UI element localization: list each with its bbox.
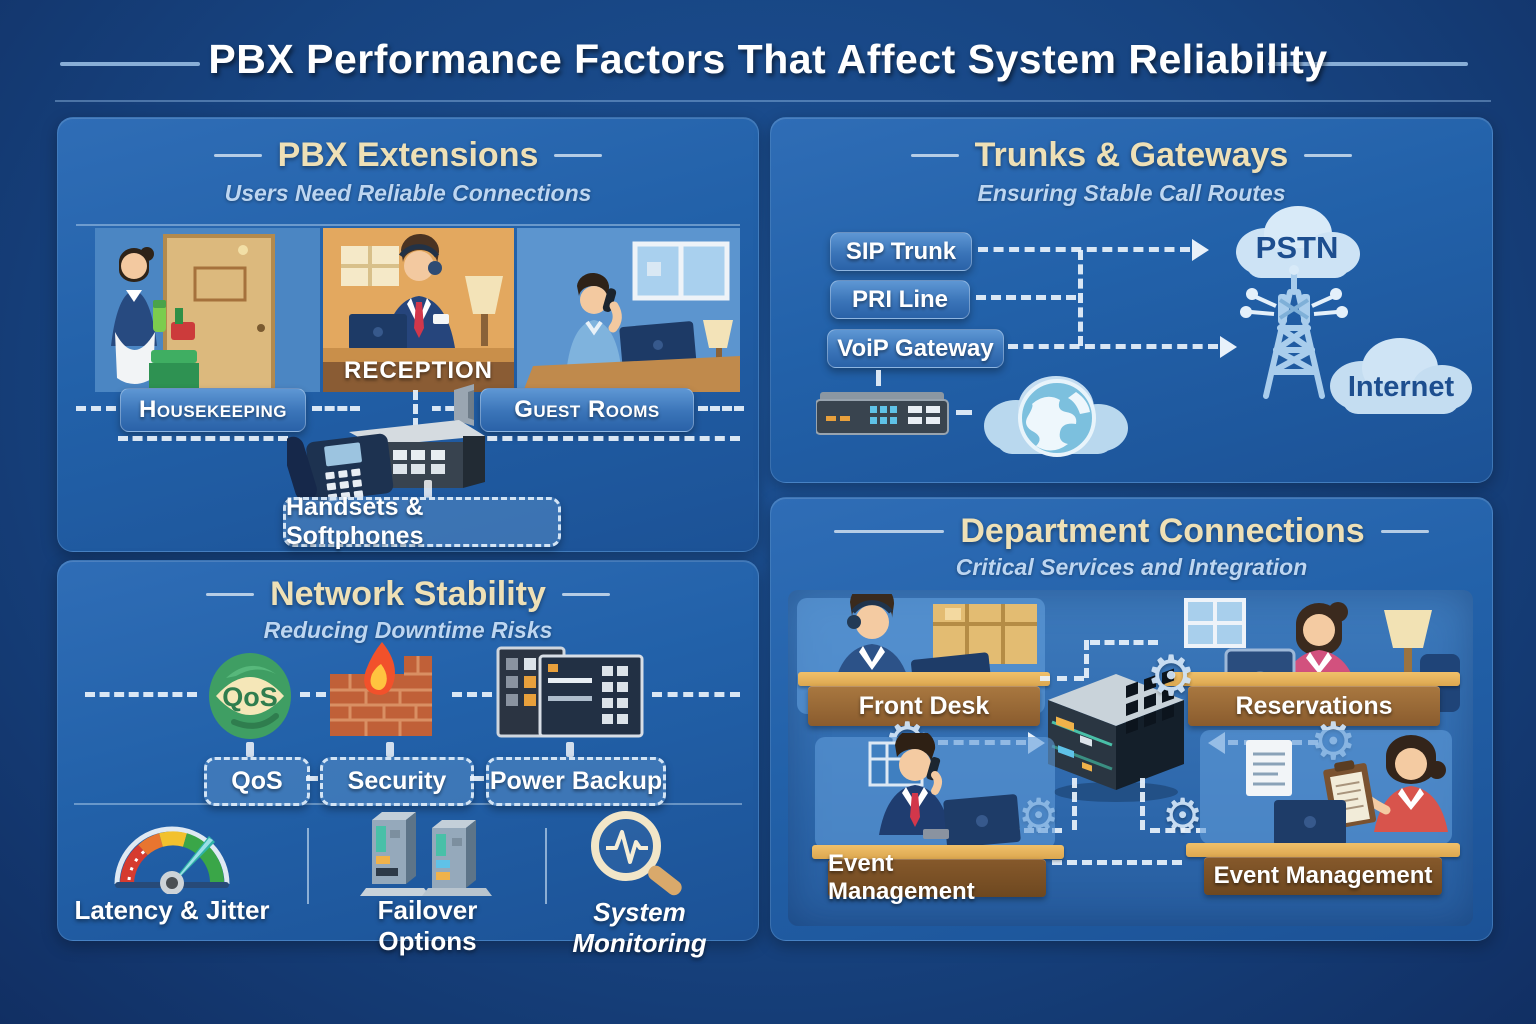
connector bbox=[300, 692, 326, 697]
panel-rule bbox=[76, 224, 740, 226]
globe-cloud-icon bbox=[984, 376, 1128, 457]
pri-line-node: PRI Line bbox=[830, 280, 970, 319]
failover-options-label: Failover Options bbox=[377, 895, 478, 956]
connector bbox=[652, 692, 740, 697]
connector bbox=[566, 742, 574, 757]
connector bbox=[978, 247, 1190, 252]
housekeeping-node: Housekeeping bbox=[120, 388, 306, 432]
connector bbox=[424, 480, 432, 498]
desk-top bbox=[1164, 672, 1460, 686]
event-management-left-node: Event Management bbox=[828, 850, 1046, 905]
internet-cloud-icon: Internet bbox=[1330, 338, 1472, 414]
pbx-server-icon bbox=[1048, 668, 1184, 802]
title-rule bbox=[554, 154, 603, 157]
header-right-rule bbox=[1268, 62, 1468, 66]
power-backup-icon bbox=[496, 646, 644, 738]
connector bbox=[698, 406, 744, 411]
header-divider bbox=[55, 100, 1491, 102]
radio-tower-icon bbox=[1240, 265, 1348, 399]
desk-top bbox=[1186, 843, 1460, 857]
departments-title: Department Connections bbox=[960, 512, 1365, 550]
system-monitoring-label: System Monitoring bbox=[572, 897, 707, 958]
arrow-right-icon bbox=[1192, 239, 1209, 261]
desk-top bbox=[812, 845, 1064, 859]
voip-gateway-device-icon bbox=[816, 392, 949, 435]
connector bbox=[118, 436, 288, 441]
connector bbox=[1090, 640, 1158, 645]
departments-subtitle: Critical Services and Integration bbox=[955, 554, 1308, 580]
firewall-icon bbox=[330, 642, 432, 736]
title-rule bbox=[834, 530, 945, 533]
connector bbox=[1052, 860, 1182, 865]
connector bbox=[1140, 778, 1145, 830]
handset-and-pbx-illustration bbox=[287, 420, 485, 502]
title-rule bbox=[213, 154, 262, 157]
pstn-cloud-icon: PSTN bbox=[1236, 206, 1360, 278]
network-subtitle: Reducing Downtime Risks bbox=[263, 617, 553, 643]
connector bbox=[1078, 250, 1083, 346]
wall-phone-icon bbox=[454, 384, 474, 426]
connector bbox=[413, 390, 418, 428]
receptionist-illustration bbox=[323, 228, 514, 392]
connector bbox=[876, 370, 881, 386]
trunks-title: Trunks & Gateways bbox=[974, 136, 1289, 174]
speedometer-gauge-icon bbox=[114, 826, 230, 894]
arrow-right-icon bbox=[1220, 336, 1237, 358]
connector bbox=[85, 692, 197, 697]
title-rule bbox=[561, 593, 610, 596]
event-management-right-node: Event Management bbox=[1204, 857, 1442, 895]
connector bbox=[246, 742, 254, 757]
svg-text:PSTN: PSTN bbox=[1256, 230, 1339, 265]
desk-top bbox=[798, 672, 1050, 686]
connector bbox=[1150, 828, 1206, 833]
connector bbox=[470, 776, 484, 781]
feature-separator bbox=[545, 828, 547, 904]
page-title: PBX Performance Factors That Affect Syst… bbox=[208, 36, 1328, 82]
title-rule bbox=[1304, 154, 1353, 157]
connector bbox=[386, 742, 394, 757]
latency-jitter-label: Latency & Jitter bbox=[74, 895, 270, 925]
guest-rooms-node: Guest Rooms bbox=[480, 388, 694, 432]
connector bbox=[76, 406, 116, 411]
connector bbox=[306, 776, 318, 781]
connector bbox=[452, 692, 492, 697]
sip-trunk-node: SIP Trunk bbox=[830, 232, 972, 271]
connector bbox=[976, 295, 1076, 300]
connector bbox=[956, 410, 972, 415]
title-rule bbox=[910, 154, 959, 157]
svg-text:QoS: QoS bbox=[222, 682, 278, 712]
connector bbox=[432, 406, 454, 411]
title-rule bbox=[206, 593, 255, 596]
feature-separator bbox=[307, 828, 309, 904]
extensions-subtitle: Users Need Reliable Connections bbox=[224, 180, 592, 206]
qos-badge-icon: QoS bbox=[209, 653, 291, 739]
housekeeper-illustration bbox=[95, 228, 320, 392]
gear-icon: ⚙ bbox=[1146, 644, 1197, 707]
connector bbox=[312, 406, 360, 411]
guest-room-illustration bbox=[517, 228, 740, 392]
voip-gateway-node: VoiP Gateway bbox=[827, 329, 1004, 368]
reception-sign: RECEPTION bbox=[343, 357, 493, 384]
connector bbox=[1072, 778, 1077, 830]
connector bbox=[1040, 676, 1084, 681]
event-management-left-illustration bbox=[815, 733, 1055, 849]
event-management-right-illustration bbox=[1200, 730, 1452, 846]
network-title: Network Stability bbox=[270, 575, 546, 613]
magnifier-pulse-icon bbox=[591, 811, 682, 896]
connector bbox=[1008, 344, 1218, 349]
redundant-servers-icon bbox=[360, 812, 492, 896]
handsets-softphones-node: Handsets & Softphones bbox=[283, 493, 561, 550]
extensions-title: PBX Extensions bbox=[277, 136, 539, 174]
qos-node: QoS bbox=[204, 757, 310, 806]
connector bbox=[1084, 640, 1089, 678]
power-backup-node: Power Backup bbox=[486, 757, 666, 806]
connector bbox=[472, 436, 740, 441]
reservations-node: Reservations bbox=[1188, 686, 1440, 726]
trunks-subtitle: Ensuring Stable Call Routes bbox=[977, 180, 1286, 206]
front-desk-node: Front Desk bbox=[808, 686, 1040, 726]
svg-text:Internet: Internet bbox=[1348, 371, 1455, 403]
header-left-rule bbox=[60, 62, 200, 66]
title-rule bbox=[1380, 530, 1429, 533]
security-node: Security bbox=[320, 757, 474, 806]
